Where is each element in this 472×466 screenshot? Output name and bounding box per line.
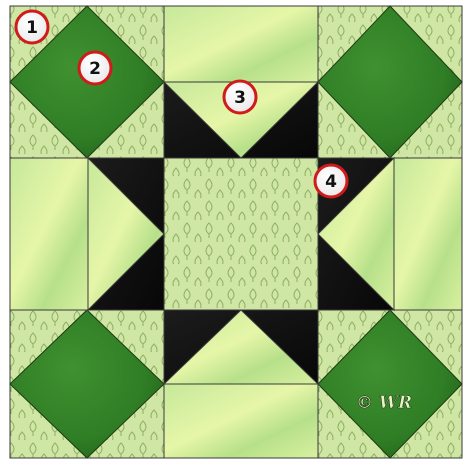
center-square [164,158,318,310]
badge-label: 2 [89,59,101,79]
badge-label: 1 [26,18,38,38]
signature-text: © WR [356,393,412,413]
corner-unit-bottom-right [318,310,462,458]
badge-4: 4 [315,165,347,197]
badge-2: 2 [79,52,111,84]
side-unit-bottom [164,310,318,458]
corner-unit-bottom-left [10,310,164,458]
badge-label: 4 [325,172,337,192]
badge-1: 1 [16,11,48,43]
corner-unit-top-right [318,6,462,158]
side-unit-left [10,158,164,310]
badge-3: 3 [224,81,256,113]
badge-label: 3 [234,88,246,108]
